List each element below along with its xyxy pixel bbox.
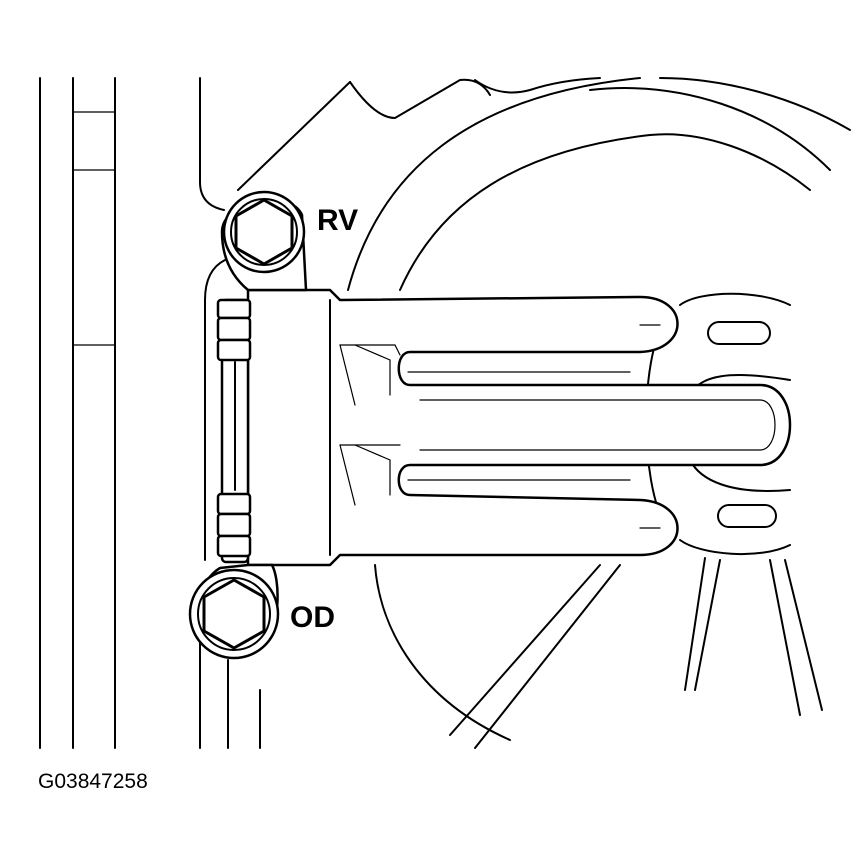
frame-rails [39, 77, 261, 749]
bracket-arm [246, 288, 792, 567]
od-hex-bolt-icon [202, 578, 266, 650]
figure-code: G03847258 [38, 770, 148, 793]
tension-strap [216, 298, 252, 564]
od-label: OD [290, 601, 335, 634]
rv-label: RV [317, 204, 358, 237]
housing-outline [199, 77, 851, 749]
rv-bolt-lug [220, 190, 308, 292]
rv-hex-bolt-icon [234, 198, 294, 266]
od-bolt-lug [188, 563, 280, 660]
